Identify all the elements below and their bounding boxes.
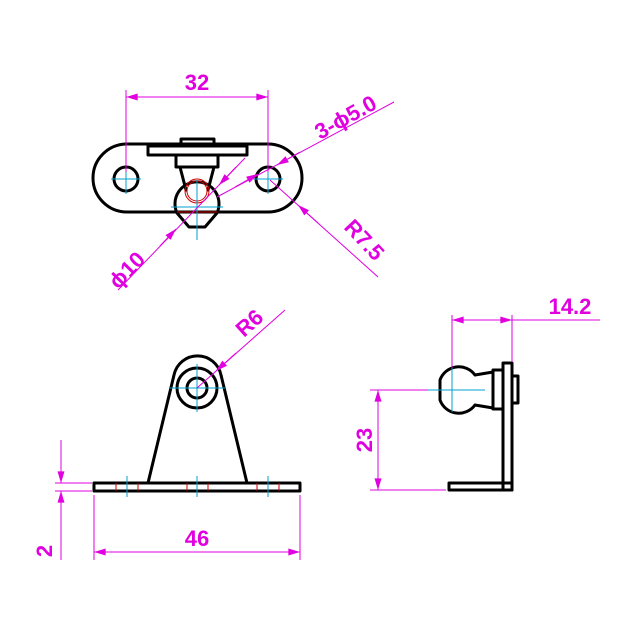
top-view: 32 3-ϕ5.0 ϕ10 R7.5 xyxy=(91,70,395,294)
centerlines xyxy=(428,368,485,412)
dim-base-thickness: 2 xyxy=(32,545,57,557)
dim-ear-radius: R6 xyxy=(231,304,269,341)
front-view: R6 46 2 xyxy=(32,304,302,560)
dim-base-width: 46 xyxy=(185,526,209,551)
extension-lines xyxy=(55,482,92,492)
dim-end-radius: R7.5 xyxy=(339,214,389,265)
dim-ball-offset: 14.2 xyxy=(549,294,592,319)
dim-hole-callout: 3-ϕ5.0 xyxy=(310,90,380,144)
arrow-ball-2 xyxy=(218,166,237,186)
leader-end-radius xyxy=(269,179,379,278)
hidden-lines xyxy=(115,483,280,491)
arrow-hole-2 xyxy=(234,173,259,188)
dim-ball-height: 23 xyxy=(352,428,377,452)
mounting-plate-outline xyxy=(91,142,304,214)
dim-hole-spacing: 32 xyxy=(185,70,209,95)
arrow-radius xyxy=(297,204,319,224)
centerlines xyxy=(111,164,283,240)
extension-lines xyxy=(125,90,269,172)
base-leg xyxy=(447,481,514,492)
arrow-ball xyxy=(159,228,177,247)
rear-tab xyxy=(510,374,520,405)
ball-neck xyxy=(174,153,220,169)
extension-lines xyxy=(370,389,446,491)
extension-lines xyxy=(451,315,600,368)
arrow-hole xyxy=(276,151,301,166)
side-view: 14.2 23 xyxy=(352,294,600,492)
leader-ear-radius xyxy=(196,309,286,389)
arrow-ear xyxy=(215,352,237,372)
dim-ball-diameter: ϕ10 xyxy=(104,247,150,294)
